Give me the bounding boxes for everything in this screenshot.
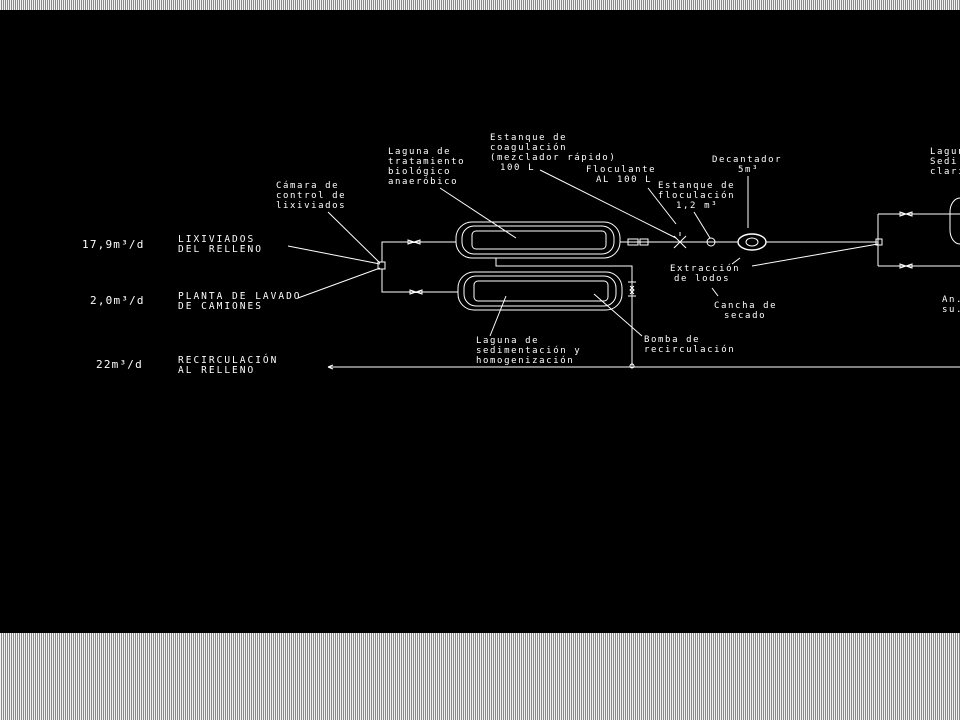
extraccion-line2: de lodos [674,274,730,284]
laguna-sedimentacion-line3: homogenización [476,355,574,366]
leader-right-cut [751,243,879,267]
cancha-line1: Cancha de [714,301,777,311]
clarifier-valves [899,211,913,269]
leader-floculacion [693,211,711,239]
leader-extraccion [731,257,741,265]
floculante-line2: AL 100 L [596,175,652,185]
camara-line1: Cámara de [276,181,339,191]
pipe-to-anaerobic [381,241,456,262]
inflow-source-lavado-line1: PLANTA DE LAVADO [178,291,302,302]
laguna-right-line3: clari... [930,167,960,177]
decantador-line1: Decantador [712,155,782,165]
label-laguna-right: Laguna Sedi... clari... [930,147,960,177]
coagulacion-line1: Estanque de [490,133,567,143]
decanter-outer [737,233,767,251]
inflow-source-lavado-line2: DE CAMIONES [178,301,263,312]
laguna-sedimentacion-line2: sedimentación y [476,345,581,356]
label-estanque-coagulacion: Estanque de coagulación (mezclador rápid… [490,133,616,173]
label-camara: Cámara de control de lixiviados [276,181,346,211]
decanter-inner [745,237,759,247]
camara-line3: lixiviados [276,201,346,211]
anaerobic-lagoon-inner [471,230,607,250]
floculante-line1: Floculante [586,165,656,175]
laguna-right-line1: Laguna [930,147,960,157]
anaerobic-lagoon-outer [455,221,621,259]
leader-floculante [647,187,677,225]
pipe-to-sedimentation [381,269,458,293]
meter-symbol [627,238,649,246]
inflow-flow-recirculacion: 22m³/d [96,358,143,371]
label-right-cut: An... su... [942,295,960,315]
leader-laguna-anaerobica [439,187,517,239]
floculacion-line1: Estanque de [658,181,735,191]
inflow-flow-lixiviados: 17,9m³/d [82,238,145,251]
inflow-source-lixiviados-line1: LIXIVIADOS [178,234,255,245]
inflow-flow-lavado: 2,0m³/d [90,294,145,307]
inflow-source-lixiviados-line2: DEL RELLENO [178,244,263,255]
laguna-anaerobica-line2: tratamiento [388,157,465,167]
camara-line2: control de [276,191,346,201]
sedimentation-lagoon-inner [473,280,609,302]
inflow-source-recirculacion-line2: AL RELLENO [178,365,255,376]
sedimentation-lagoon-mid [463,275,617,307]
laguna-anaerobica-line3: biológico [388,166,451,177]
leader-bomba [593,293,643,337]
sedimentation-lagoon-outer [457,271,623,311]
drawing-canvas: 17,9m³/d LIXIVIADOS DEL RELLENO 2,0m³/d … [0,10,960,633]
pump-valves [628,281,636,297]
flocculation-tank-symbol [706,237,716,247]
clarifier-node [875,238,883,246]
leader-laguna-sedimentacion [489,295,507,337]
floculacion-line3: 1,2 m³ [676,201,718,211]
valve-1 [407,239,421,245]
decantador-line2: 5m³ [738,165,759,175]
floculacion-line2: floculación [658,190,735,201]
leader-cancha [711,287,719,297]
coagulacion-line3: (mezclador rápido) [490,153,616,163]
bomba-line2: recirculación [644,344,735,355]
recirculation-arrow [327,364,334,370]
label-cancha: Cancha de secado [714,301,777,321]
coagulacion-line4: 100 L [500,163,535,173]
bomba-line1: Bomba de [644,335,700,345]
pipe-lagoon-link [495,258,633,280]
extraccion-line1: Extracción [670,263,740,274]
clarifier-frame [877,213,960,267]
leader-coagulacion [539,169,677,239]
label-bomba: Bomba de recirculación [644,335,735,355]
anaerobic-lagoon-mid [461,225,615,255]
label-estanque-floculacion: Estanque de floculación 1,2 m³ [658,181,735,211]
leader-lixiviados [287,245,381,265]
pump-node [629,363,635,369]
laguna-anaerobica-line1: Laguna de [388,147,451,157]
right-cut-line1: An... [942,295,960,305]
valve-2 [409,289,423,295]
right-cut-line2: su... [942,305,960,315]
laguna-sedimentacion-line1: Laguna de [476,336,539,346]
leader-camara [327,211,381,264]
label-laguna-anaerobica: Laguna de tratamiento biológico anaeróbi… [388,147,465,187]
label-decantador: Decantador 5m³ [712,155,782,175]
laguna-right-line2: Sedi... [930,157,960,167]
label-laguna-sedimentacion: Laguna de sedimentación y homogenización [476,336,581,366]
cancha-line2: secado [724,311,766,321]
process-flow-diagram: 17,9m³/d LIXIVIADOS DEL RELLENO 2,0m³/d … [82,133,960,376]
clarifier-tank-edge [949,197,960,245]
label-floculante: Floculante AL 100 L [586,165,656,185]
leader-lavado [297,267,381,299]
inflow-source-recirculacion-line1: RECIRCULACIÓN [178,354,278,366]
laguna-anaerobica-line4: anaeróbico [388,176,458,187]
label-extraccion: Extracción de lodos [670,263,740,284]
coagulacion-line2: coagulación [490,142,567,153]
